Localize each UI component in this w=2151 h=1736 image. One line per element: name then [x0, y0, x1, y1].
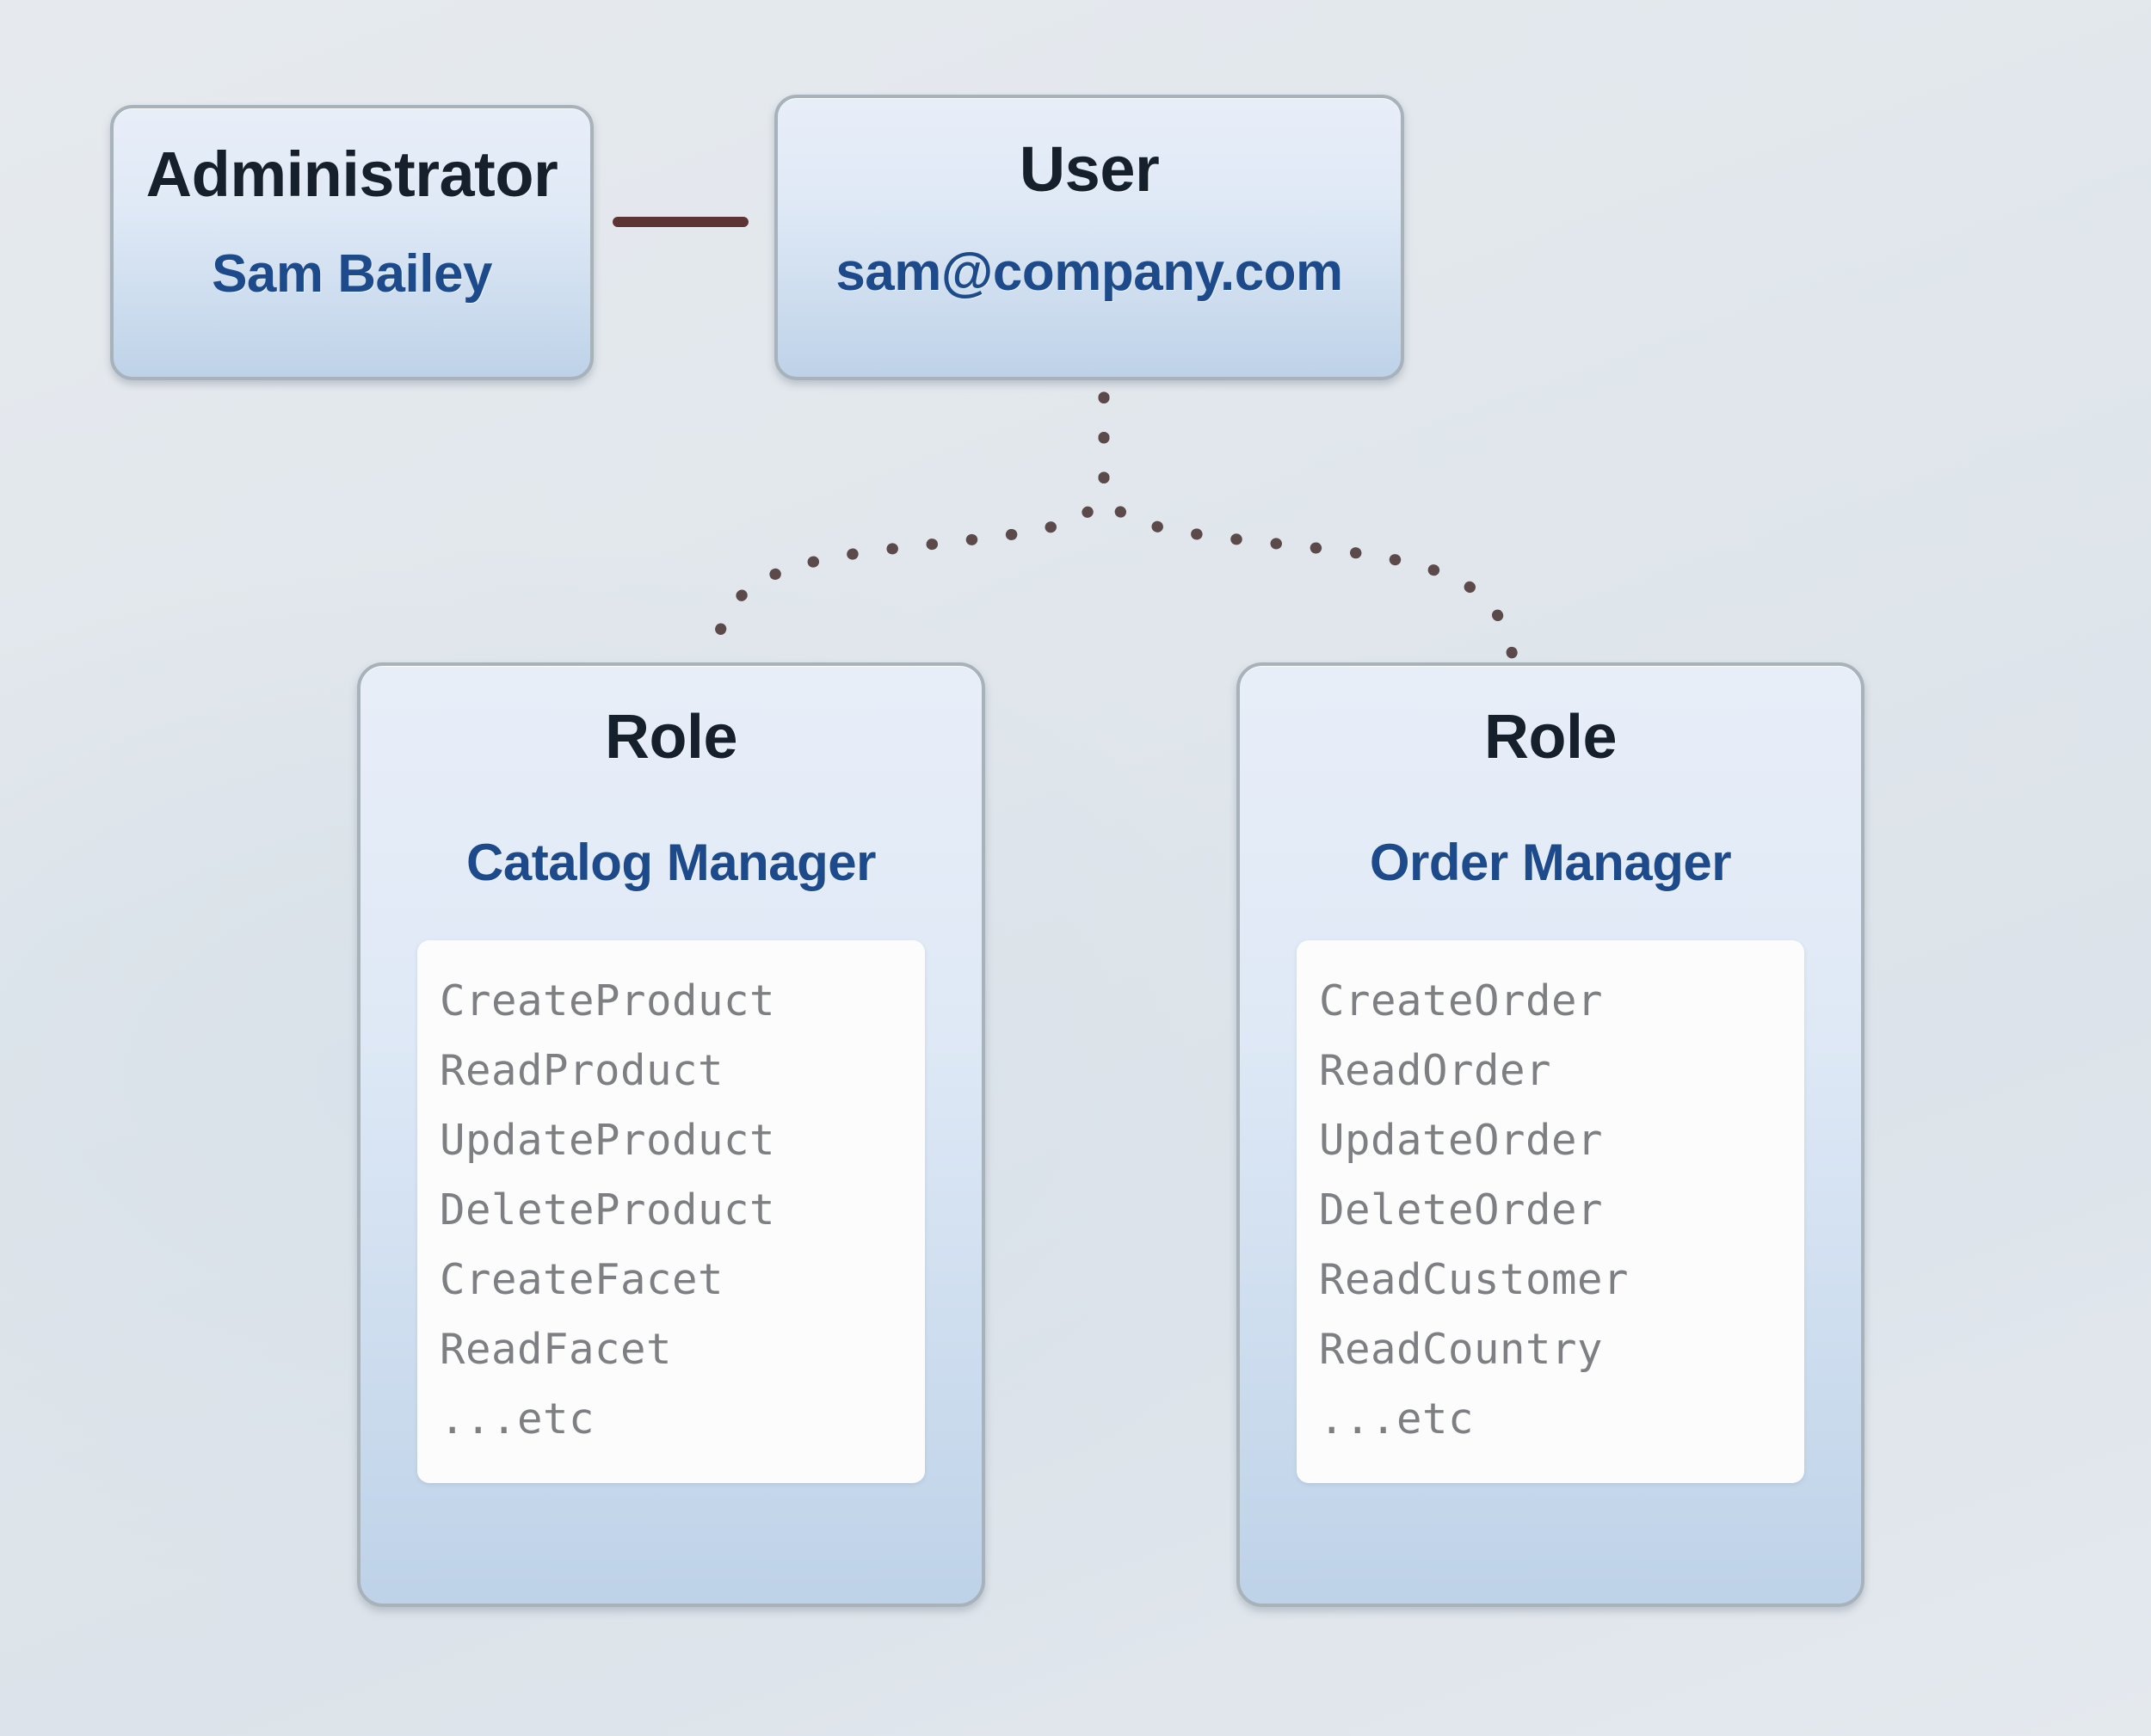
permission-item: ReadOrder: [1319, 1046, 1552, 1095]
role-name-value: Order Manager: [1369, 834, 1732, 891]
permission-item: CreateFacet: [440, 1255, 724, 1304]
permission-panel: CreateOrder ReadOrder UpdateOrder Delete…: [1297, 940, 1804, 1483]
permission-item: CreateProduct: [440, 976, 776, 1025]
user-email-value: sam@company.com: [835, 243, 1343, 302]
permission-item: UpdateProduct: [440, 1116, 776, 1165]
user-type-label: User: [1019, 133, 1160, 205]
permission-item: ReadFacet: [440, 1325, 673, 1374]
permission-item: ReadCustomer: [1319, 1255, 1630, 1304]
node-user[interactable]: User sam@company.com: [774, 95, 1404, 380]
edge-user-to-catalog-manager: [706, 391, 1110, 670]
permission-item: DeleteOrder: [1319, 1185, 1604, 1234]
edge-user-to-order-manager: [1098, 391, 1520, 670]
administrator-type-label: Administrator: [145, 139, 558, 210]
node-role-catalog-manager[interactable]: Role Catalog Manager CreateProduct ReadP…: [357, 662, 985, 1607]
node-administrator[interactable]: Administrator Sam Bailey: [110, 105, 594, 380]
administrator-name-value: Sam Bailey: [212, 244, 492, 304]
edge-administrator-to-user: [613, 217, 749, 227]
role-name-value: Catalog Manager: [466, 834, 876, 891]
node-role-order-manager[interactable]: Role Order Manager CreateOrder ReadOrder…: [1236, 662, 1864, 1607]
permission-item: DeleteProduct: [440, 1185, 776, 1234]
permission-item: ...etc: [440, 1394, 595, 1444]
permission-item: UpdateOrder: [1319, 1116, 1604, 1165]
permission-item: CreateOrder: [1319, 976, 1604, 1025]
role-type-label: Role: [604, 703, 738, 772]
permission-panel: CreateProduct ReadProduct UpdateProduct …: [417, 940, 925, 1483]
permission-item: ReadProduct: [440, 1046, 724, 1095]
role-type-label: Role: [1483, 703, 1618, 772]
permission-item: ReadCountry: [1319, 1325, 1604, 1374]
permission-item: ...etc: [1319, 1394, 1475, 1444]
